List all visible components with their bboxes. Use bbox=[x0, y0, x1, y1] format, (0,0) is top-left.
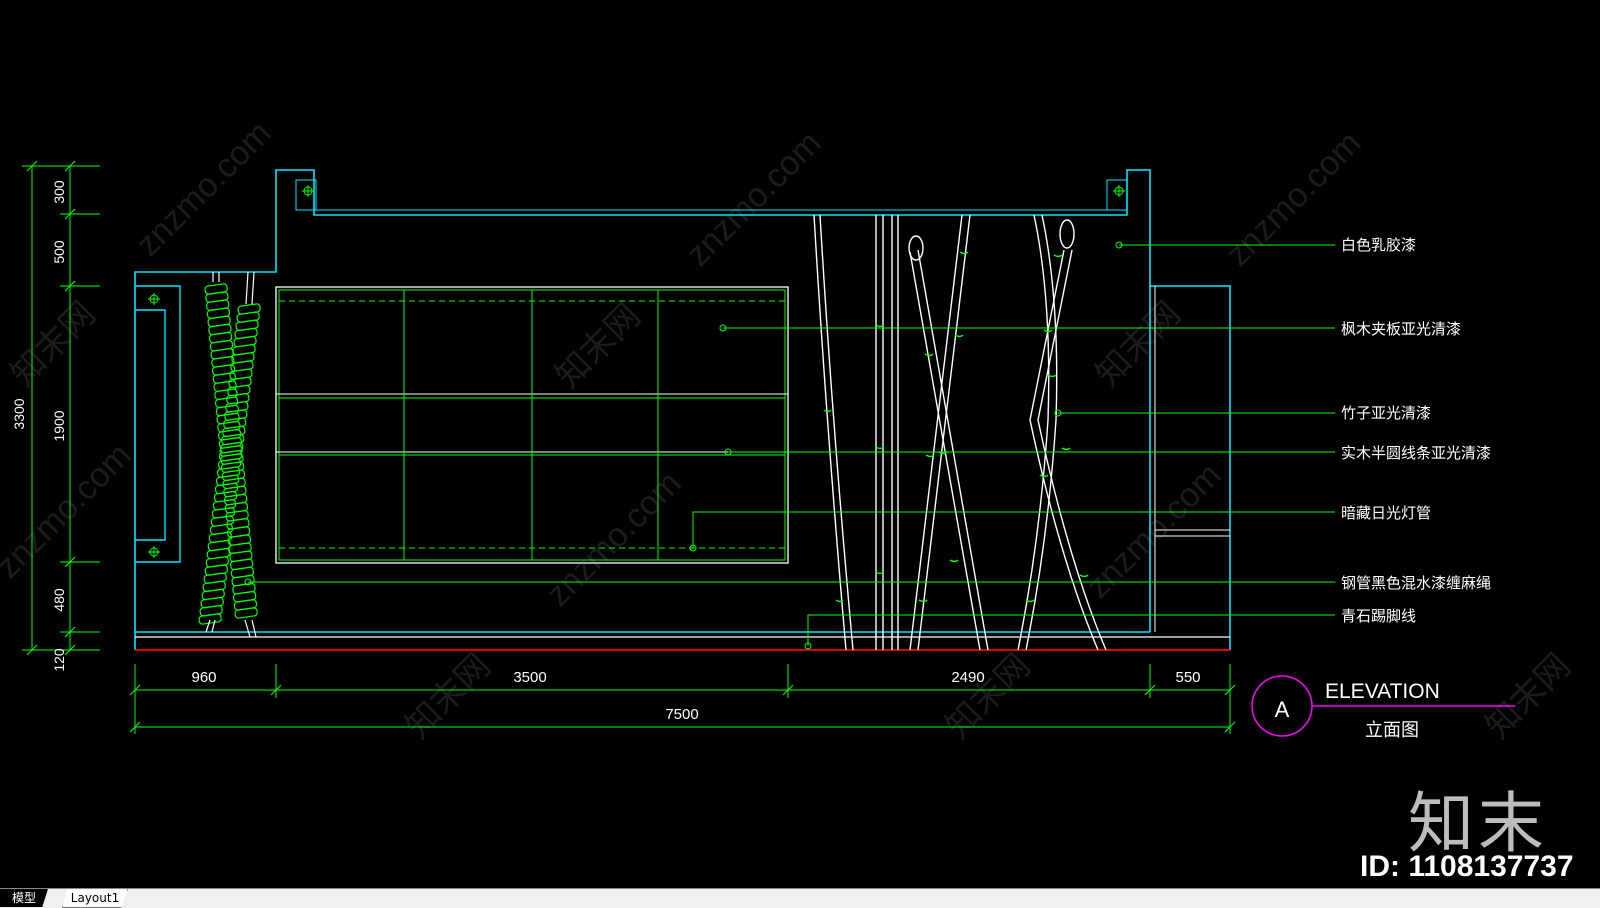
watermark-1: znzmo.com bbox=[129, 114, 279, 264]
tab-model[interactable]: 模型 bbox=[0, 889, 48, 907]
baseboard bbox=[135, 636, 1230, 651]
watermark-cn-3: 知末网 bbox=[1089, 295, 1188, 394]
watermark-6: znzmo.com bbox=[1079, 456, 1229, 606]
watermark-cn-6: 知末网 bbox=[1479, 647, 1578, 746]
rope-pipes bbox=[198, 283, 261, 625]
horizontal-dimensions: 960 3500 2490 550 7500 bbox=[129, 664, 1236, 734]
layout-tab-bar: 模型 Layout1 bbox=[0, 888, 1600, 908]
label-solid-wood-moulding: 实木半圆线条亚光清漆 bbox=[1341, 445, 1491, 462]
znzmo-logo: 知末 bbox=[1408, 785, 1548, 862]
watermark-cn-4: 知末网 bbox=[399, 647, 498, 746]
right-panel bbox=[1154, 286, 1230, 632]
pipe-shafts bbox=[205, 271, 257, 638]
dim-3500: 3500 bbox=[513, 669, 546, 686]
vertical-dimensions: 3300 300 500 1900 480 120 bbox=[11, 160, 100, 672]
watermark-5: znzmo.com bbox=[539, 464, 689, 614]
tab-layout1[interactable]: Layout1 bbox=[62, 889, 128, 908]
label-bamboo-varnish: 竹子亚光清漆 bbox=[1341, 405, 1431, 422]
cabinet bbox=[275, 286, 789, 564]
watermark-2: znzmo.com bbox=[679, 124, 829, 274]
wall-outline bbox=[134, 169, 1231, 650]
anchor-marks bbox=[148, 185, 1125, 558]
ceiling-fixings bbox=[295, 179, 1128, 211]
label-maple-plywood: 枫木夹板亚光清漆 bbox=[1341, 320, 1461, 338]
label-white-latex-paint: 白色乳胶漆 bbox=[1341, 237, 1416, 254]
label-hidden-fluorescent: 暗藏日光灯管 bbox=[1341, 505, 1431, 522]
dim-7500: 7500 bbox=[665, 706, 698, 723]
watermark-cn-2: 知末网 bbox=[549, 297, 648, 396]
rope-coil bbox=[234, 607, 258, 619]
title-en: ELEVATION bbox=[1325, 680, 1440, 703]
cad-drawing-canvas[interactable]: 3300 300 500 1900 480 120 960 3500 2490 … bbox=[0, 0, 1600, 888]
title-mark: A bbox=[1275, 697, 1290, 722]
dim-300: 300 bbox=[51, 180, 67, 204]
asset-id: ID: 1108137737 bbox=[1360, 850, 1574, 883]
dim-120: 120 bbox=[51, 648, 67, 672]
dim-960: 960 bbox=[191, 669, 216, 686]
material-labels: 白色乳胶漆 枫木夹板亚光清漆 竹子亚光清漆 实木半圆线条亚光清漆 暗藏日光灯管 … bbox=[1341, 237, 1491, 625]
left-panel bbox=[135, 285, 181, 563]
rope-coil bbox=[198, 613, 222, 625]
dim-550: 550 bbox=[1175, 669, 1200, 686]
bamboo-stalks bbox=[813, 214, 1107, 651]
dim-480: 480 bbox=[51, 588, 67, 612]
leader-lines bbox=[244, 241, 1335, 650]
dim-1900: 1900 bbox=[51, 410, 67, 441]
title-cn: 立面图 bbox=[1365, 720, 1419, 741]
label-steel-pipe-rope: 钢管黑色混水漆缠麻绳 bbox=[1341, 574, 1491, 592]
watermark-cn-5: 知末网 bbox=[939, 647, 1038, 746]
label-bluestone-skirting: 青石踢脚线 bbox=[1341, 608, 1416, 625]
bamboo-nodes bbox=[823, 251, 1089, 603]
dim-3300: 3300 bbox=[11, 398, 27, 429]
watermark-cn-1: 知末网 bbox=[4, 295, 103, 394]
elevation-title: A ELEVATION 立面图 bbox=[1251, 675, 1515, 741]
dim-500: 500 bbox=[51, 240, 67, 264]
dim-2490: 2490 bbox=[951, 669, 984, 686]
